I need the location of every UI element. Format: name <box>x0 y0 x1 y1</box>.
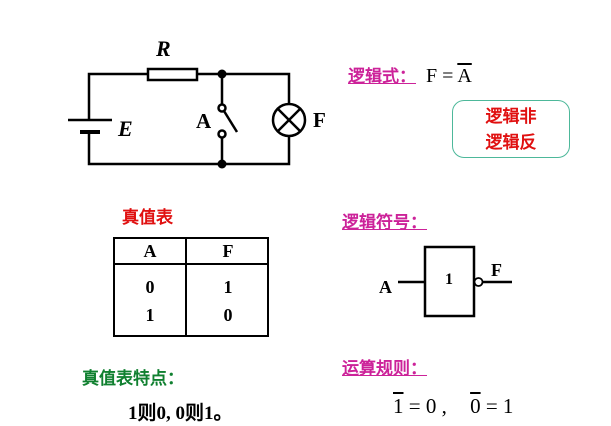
junction-dot <box>217 159 227 169</box>
table-cell: 1 <box>145 305 155 325</box>
switch-blade <box>222 110 239 133</box>
junction-dot <box>217 69 227 79</box>
truth-table-title: 真值表 <box>122 208 173 228</box>
logic-expr-label: 逻辑式： <box>348 67 416 87</box>
note-line: 逻辑非 <box>485 107 537 127</box>
features-text: 1则0, 0则1。 <box>128 403 233 424</box>
features-title: 真值表特点： <box>82 369 184 389</box>
note-line: 逻辑反 <box>485 133 537 153</box>
table-cell: 0 <box>145 277 155 297</box>
logic-symbol-title: 逻辑符号： <box>342 213 427 233</box>
resistor-label: R <box>156 36 171 61</box>
rule2-rest: = 1 <box>480 394 514 418</box>
table-header: A <box>143 241 157 261</box>
table-cell: 1 <box>223 277 233 297</box>
battery-label: E <box>118 116 133 141</box>
rule1-rest: = 0 , <box>403 394 447 418</box>
rule1-negated: 1 <box>393 394 404 418</box>
gate-text: 1 <box>445 271 453 288</box>
expr-var-negated: A <box>457 65 472 87</box>
resistor <box>146 67 199 82</box>
rules-title: 运算规则： <box>342 359 427 379</box>
rule2-negated: 0 <box>470 394 481 418</box>
gate-output-label: F <box>491 260 502 280</box>
circuit-wire <box>87 72 291 166</box>
switch-label: A <box>196 109 212 133</box>
lamp-label: F <box>313 108 326 132</box>
not-gate-symbol <box>398 245 512 318</box>
rules-formula: 1 = 0 , 0 = 1 <box>393 394 513 419</box>
logic-expression: 逻辑式： F = A <box>348 62 472 88</box>
switch-contact <box>217 129 227 139</box>
table-header: F <box>222 241 234 261</box>
gate-input-label: A <box>379 277 392 297</box>
truth-table: A F 0 1 1 0 <box>113 237 269 337</box>
expr-lhs: F = <box>426 65 458 87</box>
note-box: 逻辑非 逻辑反 <box>452 100 570 158</box>
switch-contact <box>217 103 227 113</box>
table-cell: 0 <box>223 305 233 325</box>
